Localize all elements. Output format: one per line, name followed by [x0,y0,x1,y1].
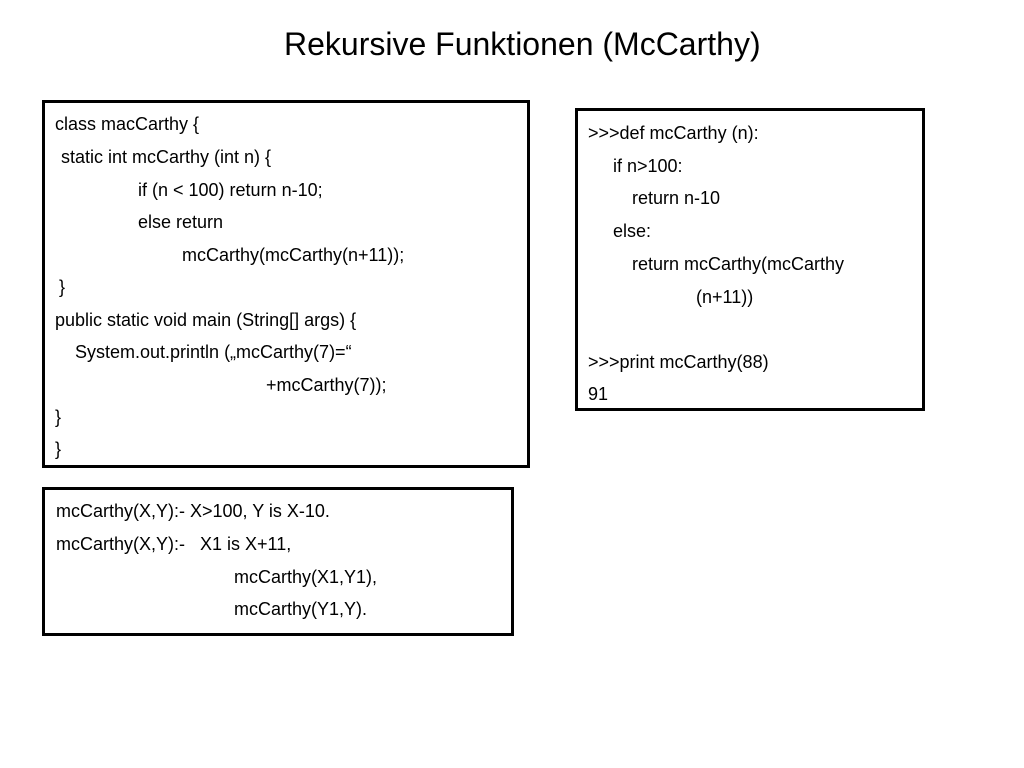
code-line: class macCarthy { [55,114,200,134]
code-line: if (n < 100) return n-10; [138,180,323,200]
code-line: mcCarthy(X1,Y1), [234,567,378,587]
code-line: >>>print mcCarthy(88) [588,352,769,372]
slide-title: Rekursive Funktionen (McCarthy) [284,26,761,62]
code-line: } [55,407,62,427]
code-line: System.out.println („mcCarthy(7)=“ [75,342,352,362]
code-line: mcCarthy(Y1,Y). [234,599,368,619]
code-line: mcCarthy(X,Y):- X1 is X+11, [56,534,292,554]
code-line: >>>def mcCarthy (n): [588,123,759,143]
python-code-box: >>>def mcCarthy (n): if n>100: return n-… [575,108,925,411]
java-code-box: class macCarthy { static int mcCarthy (i… [42,100,530,468]
prolog-code-box: mcCarthy(X,Y):- X>100, Y is X-10. mcCart… [42,487,514,636]
code-line: return mcCarthy(mcCarthy [632,254,845,274]
code-line: 91 [588,384,609,404]
code-line: } [59,277,66,297]
code-line: } [55,439,62,459]
code-line: mcCarthy(mcCarthy(n+11)); [182,245,405,265]
code-line: else: [613,221,652,241]
code-line: else return [138,212,224,232]
code-line: if n>100: [613,156,683,176]
code-line: static int mcCarthy (int n) { [61,147,272,167]
code-line: mcCarthy(X,Y):- X>100, Y is X-10. [56,501,330,521]
code-line: public static void main (String[] args) … [55,310,357,330]
code-line: return n-10 [632,188,721,208]
code-line: +mcCarthy(7)); [266,375,387,395]
code-line: (n+11)) [696,287,754,307]
